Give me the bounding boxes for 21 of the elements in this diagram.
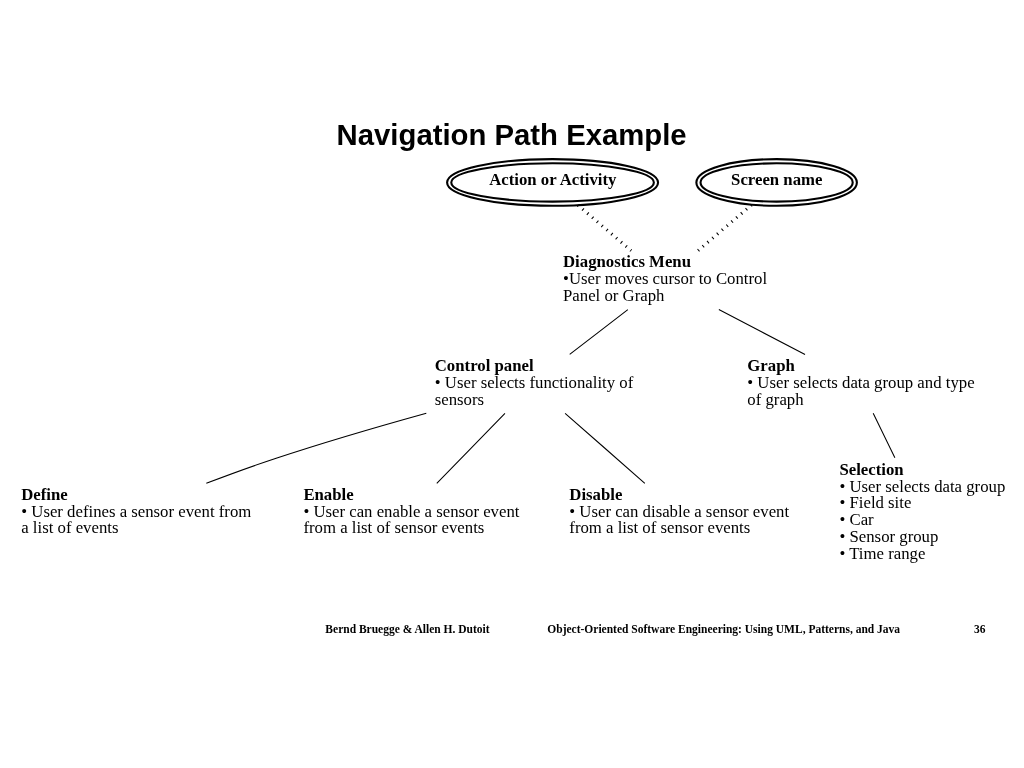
node-text: Enable • User can enable a sensor event from a list of sensor events	[303, 484, 520, 538]
connector	[576, 204, 633, 252]
node-ellipse: Screen name	[695, 158, 858, 207]
connector	[436, 412, 506, 484]
node-text: Graph • User selects data group and type of graph	[747, 356, 975, 409]
node-text: Diagnostics Menu •User moves cursor to Control Panel or Graph	[563, 252, 768, 305]
node-text: Define • User defines a sensor event from a list of events	[21, 484, 252, 538]
label: Bernd Bruegge & Allen H. Dutoit	[325, 622, 490, 635]
connector	[205, 412, 427, 484]
connector	[569, 309, 629, 355]
connector	[564, 412, 646, 484]
connector	[872, 412, 896, 459]
connector	[718, 309, 806, 356]
node-text: Selection • User selects data group • Field site • Car • Sensor group • Time range	[839, 459, 1006, 563]
connector	[696, 203, 753, 253]
node-text: Control panel • User selects functionality of sensors	[434, 356, 634, 409]
diagram-title: Navigation Path Example	[336, 117, 687, 151]
label: 36	[973, 622, 986, 635]
label: Object-Oriented Software Engineering: Using UML, Patterns, and Java	[547, 622, 901, 635]
node-ellipse: Action or Activity	[446, 158, 660, 207]
node-text: Disable • User can disable a sensor event from a list of sensor events	[569, 484, 790, 538]
